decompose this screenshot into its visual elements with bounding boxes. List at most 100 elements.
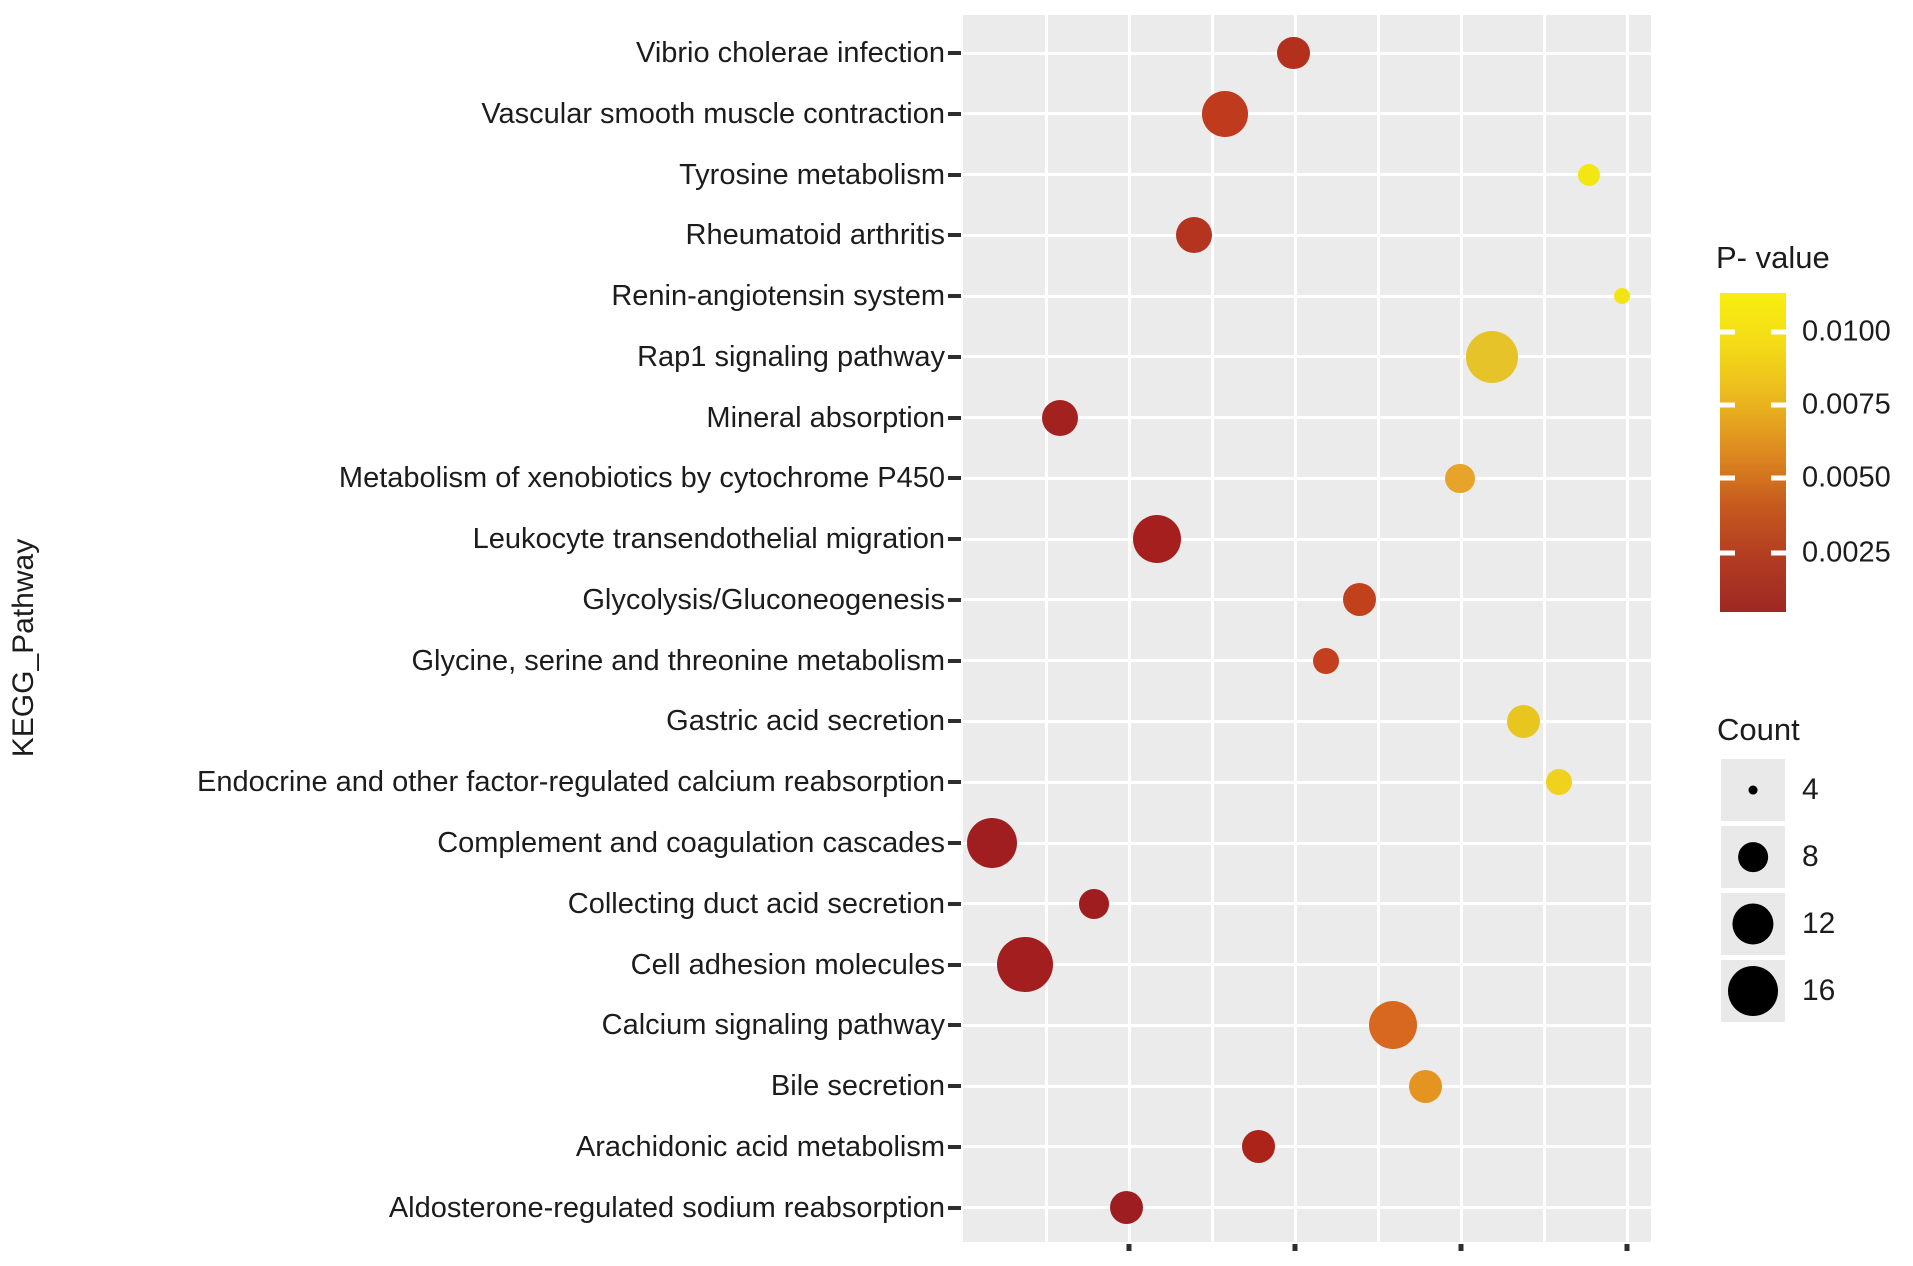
gridline-vertical (1293, 15, 1297, 1242)
gridline-horizontal (963, 598, 1651, 602)
gridline-horizontal (963, 1206, 1651, 1210)
pathway-label: Renin-angiotensin system (611, 279, 945, 312)
x-axis-tick (1458, 1244, 1464, 1251)
count-legend-dot (1732, 903, 1774, 945)
count-legend-key (1721, 893, 1785, 955)
gridline-horizontal (963, 233, 1651, 237)
y-axis-tick (948, 658, 961, 663)
pathway-label: Calcium signaling pathway (601, 1009, 945, 1042)
y-axis-tick (948, 901, 961, 906)
count-legend-label: 4 (1802, 773, 1819, 806)
y-axis-tick (948, 111, 961, 116)
gridline-horizontal (963, 294, 1651, 298)
pathway-label: Endocrine and other factor-regulated cal… (197, 766, 945, 799)
data-point-dot (1042, 399, 1078, 436)
y-axis-tick (948, 1205, 961, 1210)
count-legend-label: 8 (1802, 840, 1819, 873)
gridline-horizontal (963, 416, 1651, 420)
y-axis-tick (948, 962, 961, 967)
gridline-vertical (1625, 15, 1629, 1242)
data-point-dot (1369, 1001, 1417, 1050)
data-point-dot (1242, 1130, 1276, 1164)
count-legend-key (1721, 759, 1785, 821)
data-point-dot (1276, 36, 1310, 70)
gridline-horizontal (963, 537, 1651, 541)
data-point-dot (1342, 583, 1376, 617)
y-axis-tick (948, 719, 961, 724)
pvalue-legend-title: P- value (1716, 240, 1830, 275)
count-legend-label: 12 (1802, 907, 1836, 940)
colorbar-tick-dash (1771, 550, 1786, 556)
pathway-label: Bile secretion (770, 1069, 945, 1102)
data-point-dot (1545, 769, 1572, 796)
gridline-vertical (1376, 15, 1380, 1242)
gridline-horizontal (963, 902, 1651, 906)
pathway-label: Rheumatoid arthritis (685, 219, 946, 252)
pvalue-colorbar (1720, 293, 1786, 612)
colorbar-tick-dash (1720, 329, 1735, 335)
y-axis-tick (948, 51, 961, 55)
data-point-dot (1466, 330, 1519, 383)
pathway-label: Glycine, serine and threonine metabolism (411, 644, 945, 677)
colorbar-tick-dash (1720, 402, 1735, 408)
data-point-dot (1408, 1069, 1442, 1103)
pathway-label: Vibrio cholerae infection (636, 36, 945, 69)
y-axis-tick (948, 294, 961, 299)
y-axis-tick (948, 537, 961, 542)
y-axis-tick (948, 1084, 961, 1089)
gridline-vertical (1542, 15, 1546, 1242)
colorbar-tick-dash (1720, 550, 1735, 556)
data-point-dot (1202, 90, 1248, 137)
y-axis-tick (948, 1023, 961, 1028)
pathway-label: Metabolism of xenobiotics by cytochrome … (338, 462, 945, 495)
pathway-label: Arachidonic acid metabolism (575, 1130, 945, 1163)
plot-panel (963, 15, 1651, 1242)
data-point-dot (1444, 463, 1475, 494)
colorbar-tick-dash (1771, 402, 1786, 408)
pathway-label: Rap1 signaling pathway (637, 340, 945, 373)
gridline-horizontal (963, 780, 1651, 784)
gridline-vertical (1044, 15, 1048, 1242)
y-axis-tick (948, 415, 961, 420)
gridline-horizontal (963, 1084, 1651, 1088)
pathway-label: Aldosterone-regulated sodium reabsorptio… (388, 1191, 945, 1224)
data-point-dot (1613, 287, 1631, 305)
gridline-horizontal (963, 963, 1651, 967)
count-legend-dot (1738, 842, 1768, 872)
pvalue-tick-label: 0.0100 (1802, 315, 1891, 348)
data-point-dot (1109, 1191, 1143, 1225)
pathway-label: Glycolysis/Gluconeogenesis (582, 583, 945, 616)
count-legend-key (1721, 960, 1785, 1022)
pathway-label: Mineral absorption (706, 401, 945, 434)
count-legend-key (1721, 826, 1785, 888)
pathway-label: Tyrosine metabolism (679, 158, 945, 191)
count-legend-label: 16 (1802, 974, 1836, 1007)
colorbar-tick-dash (1771, 475, 1786, 481)
data-point-dot (1507, 704, 1541, 738)
x-axis-tick (1624, 1244, 1630, 1251)
x-axis-tick (1292, 1244, 1298, 1251)
data-point-dot (1313, 647, 1340, 674)
data-point-dot (1176, 217, 1213, 254)
gridline-horizontal (963, 173, 1651, 177)
y-axis-tick (948, 780, 961, 785)
pathway-label: Gastric acid secretion (666, 705, 945, 738)
colorbar-tick-dash (1771, 329, 1786, 335)
y-axis-tick (948, 354, 961, 359)
x-axis-tick (1126, 1244, 1132, 1251)
colorbar-tick-dash (1720, 475, 1735, 481)
pathway-label: Complement and coagulation cascades (437, 826, 945, 859)
gridline-horizontal (963, 659, 1651, 663)
y-axis-tick (948, 841, 961, 845)
gridline-horizontal (963, 1023, 1651, 1027)
pathway-label: Cell adhesion molecules (630, 948, 945, 981)
pvalue-tick-label: 0.0075 (1802, 388, 1891, 421)
count-legend-dot (1748, 785, 1758, 795)
count-legend-dot (1728, 966, 1778, 1016)
data-point-dot (997, 936, 1053, 993)
count-legend-title: Count (1717, 712, 1800, 747)
gridline-vertical (1210, 15, 1214, 1242)
y-axis-tick (948, 172, 961, 177)
pathway-label: Leukocyte transendothelial migration (472, 522, 945, 555)
y-axis-tick (948, 476, 961, 481)
